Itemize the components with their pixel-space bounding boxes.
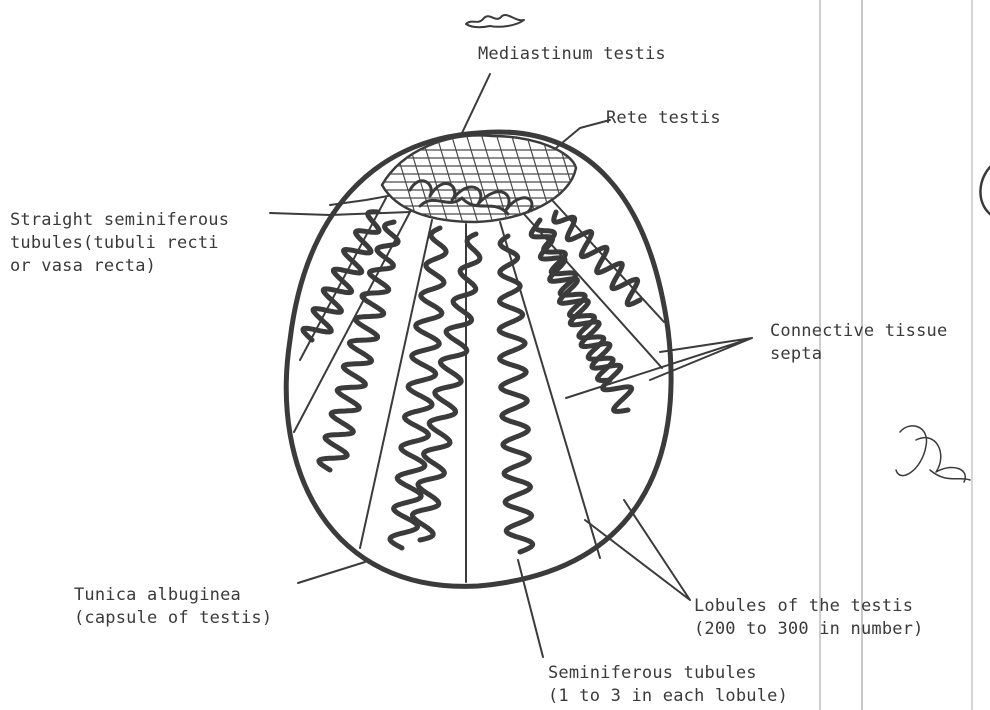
scribble-mark (466, 15, 524, 27)
label-lobules-line1: Lobules of the testis (694, 596, 913, 617)
label-lobules-line2: (200 to 300 in number) (694, 619, 924, 640)
label-mediastinum-testis: Mediastinum testis (478, 44, 666, 65)
label-straight-tubules-line3: or vasa recta) (10, 256, 156, 277)
seminiferous-tubule (303, 212, 379, 340)
label-straight-tubules-line1: Straight seminiferous (10, 210, 229, 231)
margin-bracket (980, 165, 990, 214)
label-tunica-albuginea-line1: Tunica albuginea (74, 585, 241, 606)
label-tunica-albuginea-line2: (capsule of testis) (74, 608, 272, 629)
margin-signature (896, 426, 970, 482)
seminiferous-tubules (303, 212, 640, 552)
label-straight-tubules-line2: tubules(tubuli recti (10, 233, 219, 254)
label-seminiferous-tubules-line1: Seminiferous tubules (548, 663, 757, 684)
label-connective-septa-line1: Connective tissue (770, 321, 947, 342)
seminiferous-tubule (499, 236, 533, 552)
label-seminiferous-tubules-line2: (1 to 3 in each lobule) (548, 686, 788, 707)
label-rete-testis: Rete testis (606, 108, 721, 129)
label-connective-septa-line2: septa (770, 344, 822, 365)
